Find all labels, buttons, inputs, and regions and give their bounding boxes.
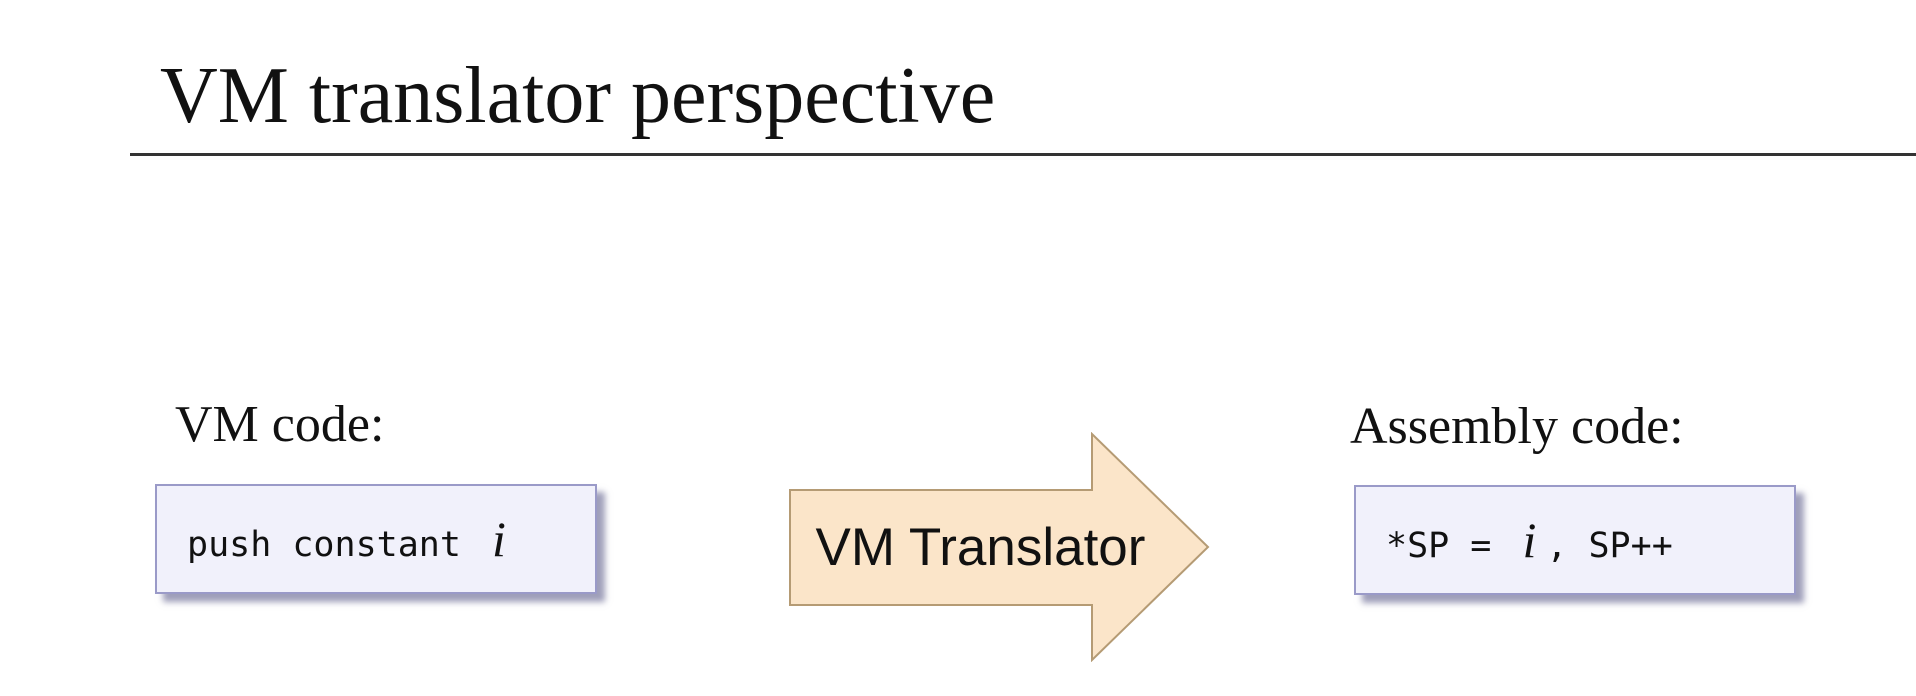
- vm-code-variable: i: [492, 511, 506, 567]
- slide-title: VM translator perspective: [160, 52, 996, 140]
- vm-code-box: push constant i: [155, 484, 597, 594]
- vm-code-text: push constant: [187, 525, 483, 565]
- translator-arrow: VM Translator: [788, 432, 1210, 662]
- assembly-code-variable: i: [1522, 512, 1537, 568]
- translator-label: VM Translator: [815, 518, 1146, 577]
- vm-code-label: VM code:: [175, 396, 385, 453]
- assembly-code-box: *SP = i, SP++: [1354, 485, 1796, 595]
- assembly-code-suffix: , SP++: [1546, 526, 1673, 566]
- title-divider: [130, 153, 1916, 156]
- assembly-code-label: Assembly code:: [1350, 398, 1684, 455]
- right-arrow-icon: [789, 432, 1210, 662]
- assembly-code-line: *SP = i, SP++: [1386, 511, 1673, 569]
- assembly-code-text: *SP =: [1386, 526, 1513, 566]
- vm-code-line: push constant i: [187, 510, 516, 568]
